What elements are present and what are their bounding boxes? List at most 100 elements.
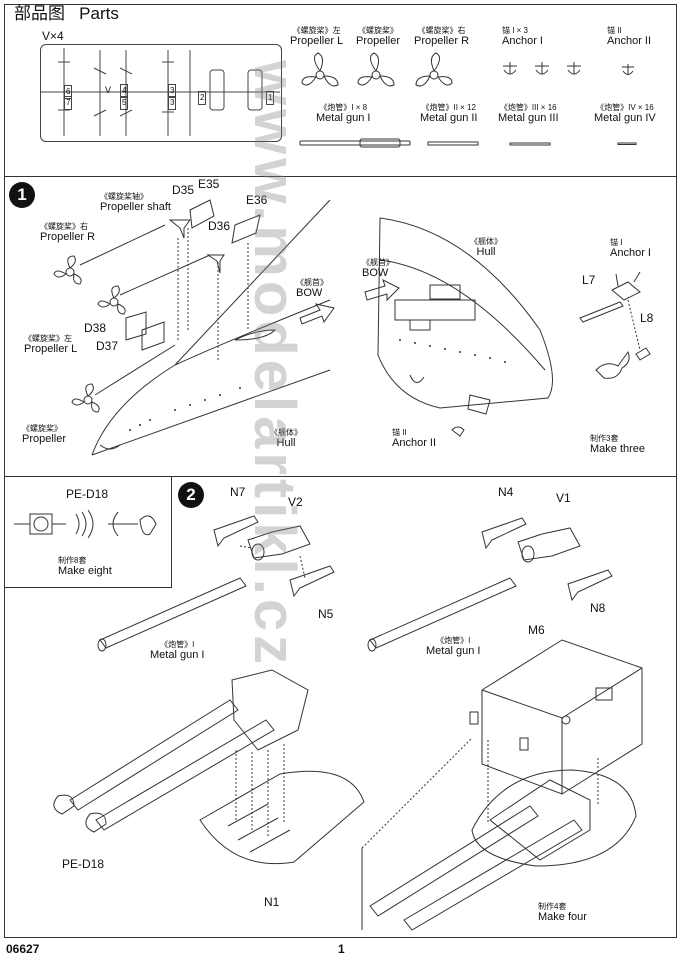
bend-arrow-icon — [75, 509, 94, 539]
propeller-l-assembly-icon — [97, 285, 126, 315]
label-n7: N7 — [230, 485, 246, 499]
turret-base-right — [471, 769, 637, 867]
footer-page-number: 1 — [338, 942, 345, 956]
metal-gun-1-assembly — [99, 577, 247, 649]
stern-hull-outline — [91, 199, 331, 456]
label-v1: V1 — [556, 491, 571, 505]
propeller-assembly-icon — [71, 383, 100, 413]
pe-d18-inset — [4, 476, 172, 588]
metal-gun-2-icon — [427, 141, 479, 146]
label-v2: V2 — [288, 495, 303, 509]
barrel-right-2 — [403, 819, 583, 931]
bow-arrow-2-icon — [364, 279, 400, 302]
label-bow: 《舰首》BOW — [296, 278, 328, 299]
label-n1: N1 — [264, 895, 280, 909]
label-e35: E35 — [198, 177, 220, 191]
propeller-icon — [357, 52, 395, 87]
watermark: www.modelartikl.cz — [242, 60, 307, 669]
metal-gun-4-icon — [617, 142, 637, 145]
bow-hull-outline — [377, 217, 553, 409]
propeller-r-icon — [415, 52, 453, 87]
label-d37: D37 — [96, 339, 119, 353]
bow-arrow-icon — [299, 303, 335, 325]
pe-d18-left-b — [85, 812, 107, 833]
sprue-v — [40, 44, 282, 142]
label-propeller-shaft: 《螺旋桨轴》Propeller shaft — [100, 192, 171, 213]
propeller-l-icon — [301, 52, 339, 87]
part-propeller: 《螺旋桨》Propeller — [356, 26, 401, 47]
shaft-r — [79, 224, 166, 266]
turret-housing-m6 — [481, 639, 643, 795]
label-d36: D36 — [208, 219, 231, 233]
label-e36: E36 — [246, 193, 268, 207]
label-d35: D35 — [172, 183, 195, 197]
metal-gun-1-icon — [299, 138, 411, 148]
label-l7: L7 — [582, 273, 596, 287]
part-n4 — [481, 517, 527, 550]
label-d38: D38 — [84, 321, 107, 335]
sprue-num-3a: 3 — [168, 84, 177, 98]
label-bow-2: 《舰首》BOW — [362, 258, 394, 279]
parts-title: 部品图 Parts — [14, 4, 119, 23]
part-v1 — [517, 527, 581, 561]
label-n4: N4 — [498, 485, 514, 499]
pe-d18-left-a — [53, 794, 75, 815]
metal-gun-1b-assembly — [369, 577, 517, 649]
sprue-num-4: 4 — [120, 84, 129, 98]
sprue-num-5: 5 — [120, 96, 129, 110]
sprue-label: V×4 — [42, 29, 64, 43]
part-d35 — [168, 219, 191, 239]
part-n8 — [567, 569, 613, 602]
metal-gun-3-icon — [509, 142, 551, 146]
divider-parts — [4, 176, 677, 177]
sprue-num-1: 1 — [266, 91, 275, 105]
anchor-2-icon — [622, 64, 634, 75]
turret-base-left — [199, 770, 365, 865]
propeller-r-assembly-icon — [53, 255, 82, 285]
part-n5 — [289, 565, 335, 598]
anchor-1-assembly-icon — [611, 271, 641, 301]
part-d37 — [141, 321, 165, 351]
anchor-hawse-icon — [595, 350, 630, 379]
part-d38 — [125, 311, 147, 341]
footer-code: 06627 — [6, 942, 40, 956]
part-l7 — [579, 301, 624, 323]
anchor-2-assembly-icon — [451, 426, 465, 437]
sprue-num-2: 2 — [198, 91, 207, 105]
part-l8 — [635, 347, 651, 361]
label-hull-2: 《舰体》Hull — [470, 237, 502, 258]
pe-part-bent — [108, 511, 138, 537]
barrel-right-1 — [369, 805, 539, 917]
sprue-num-7: 7 — [64, 96, 73, 110]
part-e35 — [189, 199, 215, 229]
label-pe-d18-bottom: PE-D18 — [62, 857, 105, 871]
pe-d18-title: PE-D18 — [66, 487, 109, 501]
part-e36 — [231, 214, 261, 244]
part-d36 — [206, 254, 225, 274]
sprue-num-6: 6 — [64, 85, 73, 99]
label-hull: 《舰体》Hull — [270, 428, 302, 449]
page-frame — [4, 4, 677, 938]
sprue-num-3b: 3 — [168, 96, 177, 110]
shaft-l — [119, 254, 211, 296]
label-l8: L8 — [640, 311, 654, 325]
